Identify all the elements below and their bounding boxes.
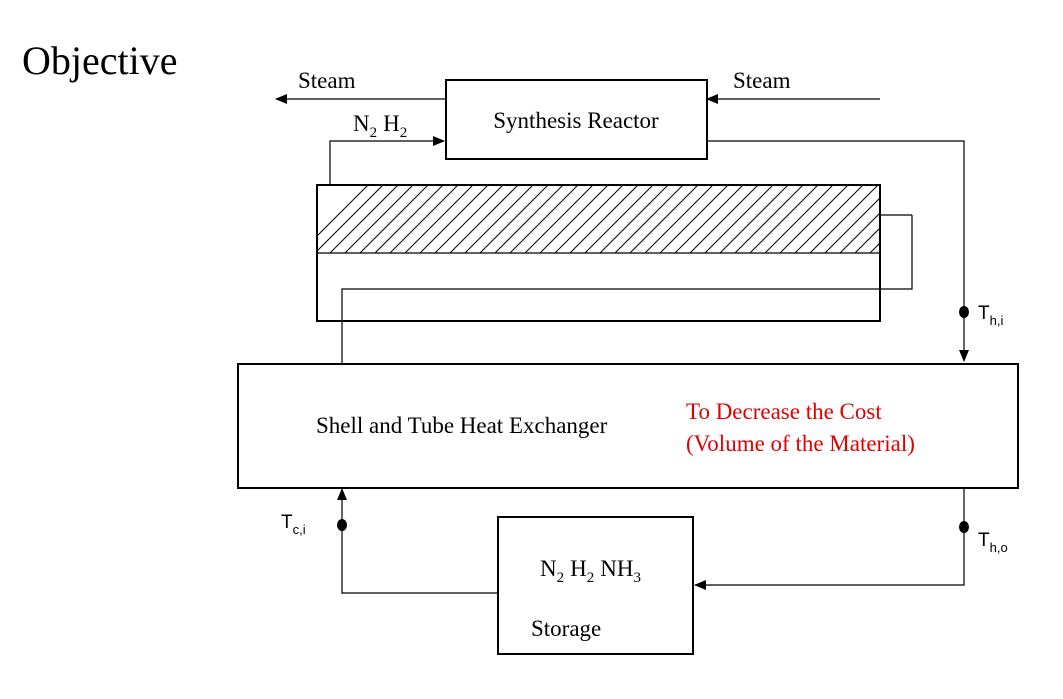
reactor-label: Synthesis Reactor	[493, 108, 659, 133]
hatch-line	[494, 185, 564, 253]
hatch-line	[659, 185, 729, 253]
hatch-line	[779, 185, 849, 253]
t-hot-out-sensor-dot	[959, 521, 969, 533]
hatch-line	[734, 185, 804, 253]
synthesis-reactor-box	[445, 79, 708, 160]
hatch-line	[554, 185, 624, 253]
hatch-line	[524, 185, 594, 253]
steam-in-label: Steam	[733, 68, 791, 93]
tube-loop-line	[341, 215, 913, 364]
hatch-line	[329, 185, 399, 253]
objective-note-line2: (Volume of the Material)	[686, 431, 915, 456]
hatch-line	[464, 185, 534, 253]
t-hot-out-label: Th,o	[978, 530, 1008, 555]
t-cold-in-label: Tc,i	[281, 512, 306, 537]
hatch-line	[915, 185, 983, 253]
hot-inlet-line	[707, 140, 969, 362]
hatch-line	[539, 185, 609, 253]
hatch-line	[404, 185, 474, 253]
hatch-line	[900, 185, 968, 253]
hatch-line	[749, 185, 819, 253]
hatch-line	[794, 185, 864, 253]
hatch-line	[434, 185, 504, 253]
hatch-line	[317, 185, 369, 237]
hatch-line	[854, 227, 880, 253]
hatch-line	[945, 185, 1013, 253]
heat-exchanger-label: Shell and Tube Heat Exchanger	[316, 413, 608, 438]
hatch-line	[449, 185, 519, 253]
storage-box	[497, 516, 694, 655]
hatch-line	[317, 185, 384, 252]
hatch-line	[885, 185, 953, 253]
hatch-line	[674, 185, 744, 253]
hatch-line	[569, 185, 639, 253]
hatch-line	[809, 185, 879, 253]
cold-inlet-line	[337, 488, 498, 594]
hatch-line	[960, 185, 1028, 253]
hatch-line	[359, 185, 429, 253]
slide-title: Objective	[22, 38, 178, 83]
t-cold-in-sensor-dot	[337, 519, 347, 531]
storage-label: Storage	[531, 616, 601, 641]
hot-outlet-line	[694, 488, 965, 590]
hatch-line	[584, 185, 654, 253]
hatch-line	[764, 185, 834, 253]
heat-exchanger-box	[237, 363, 1019, 489]
hatch-line	[719, 185, 789, 253]
hatch-line	[629, 185, 699, 253]
hatch-line	[704, 185, 774, 253]
hatch-line	[644, 185, 714, 253]
hatch-line	[419, 185, 489, 253]
objective-note-line1: To Decrease the Cost	[686, 399, 882, 424]
t-hot-in-sensor-dot	[959, 306, 969, 318]
hatched-region	[317, 185, 1028, 253]
hatch-line	[479, 185, 549, 253]
steam-out-label: Steam	[298, 68, 356, 93]
hatch-line	[839, 212, 880, 253]
hatch-line	[599, 185, 669, 253]
hatch-line	[374, 185, 444, 253]
hatch-line	[509, 185, 579, 253]
hatch-line	[824, 197, 880, 253]
hatch-line	[614, 185, 684, 253]
hatch-line	[689, 185, 759, 253]
hatch-line	[344, 185, 414, 253]
hatch-line	[389, 185, 459, 253]
t-hot-in-label: Th,i	[978, 303, 1003, 328]
